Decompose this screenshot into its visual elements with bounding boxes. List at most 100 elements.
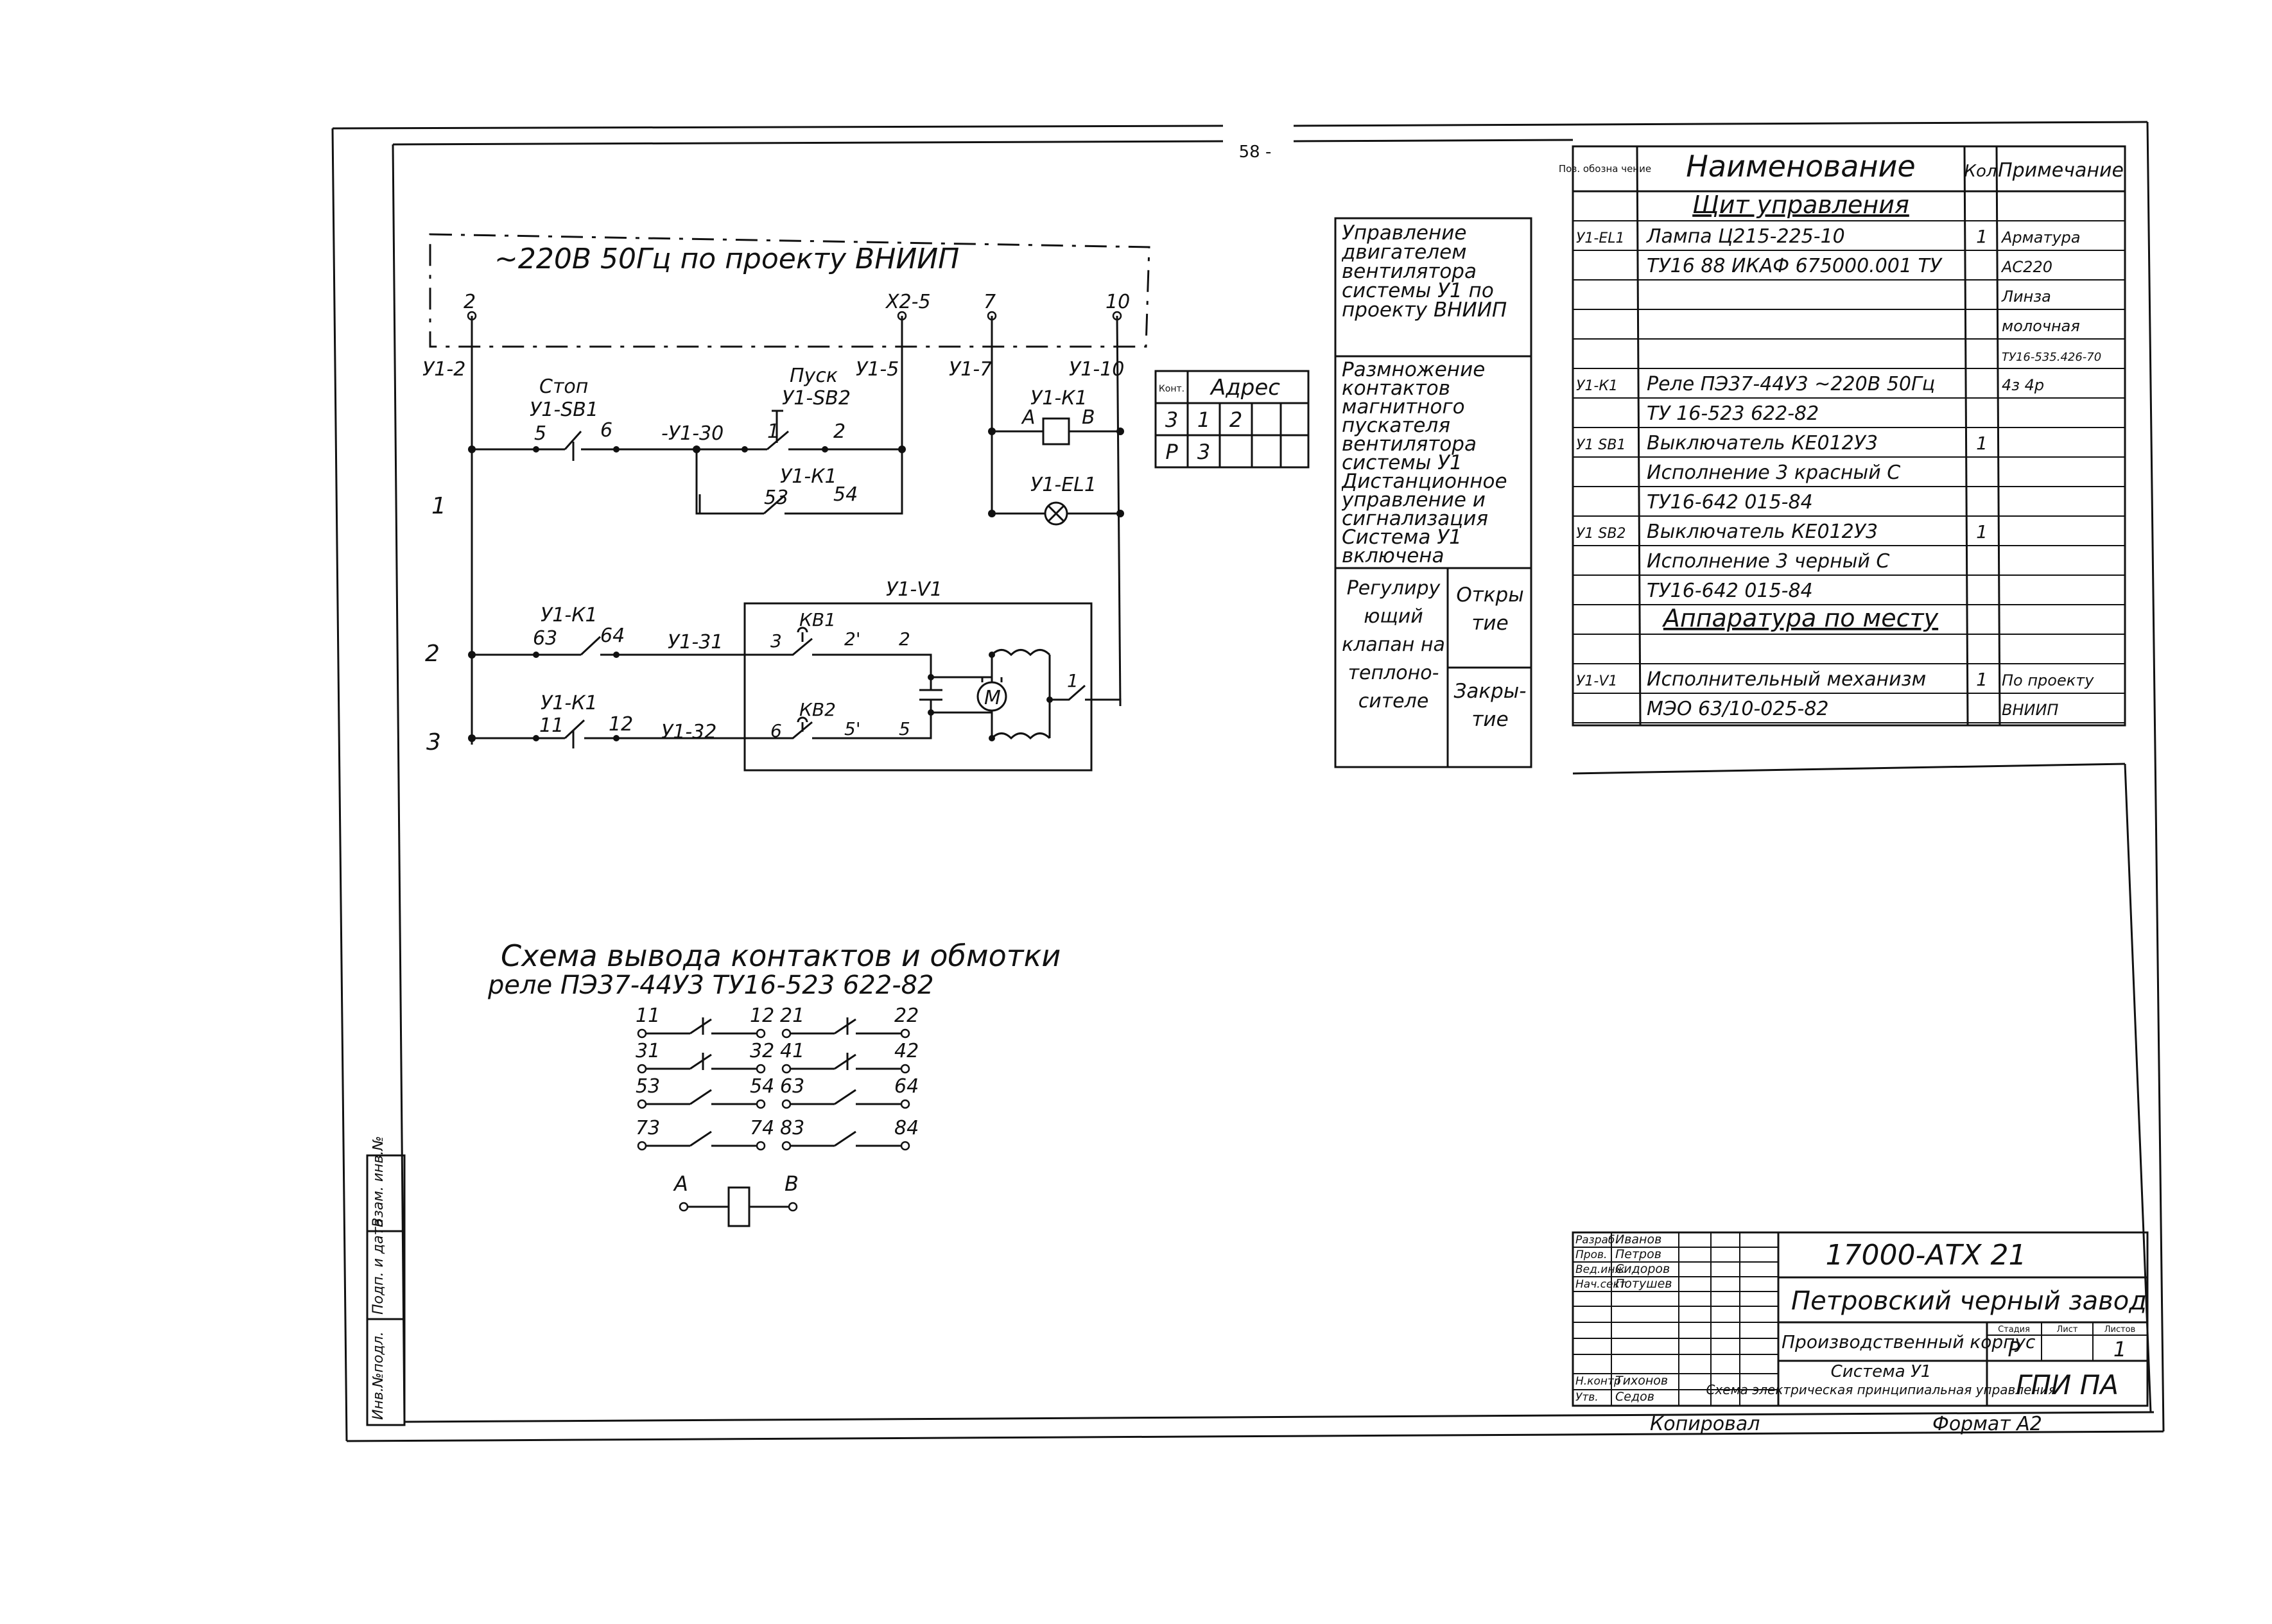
actuator-ref: У1-V1 [886, 578, 942, 601]
spec-header-name: Наименование [1686, 149, 1915, 184]
side-stamp: Инв.№подл. Подп. и дата Взам. инв.№ [366, 1136, 406, 1426]
address-col1: Конт. [1159, 384, 1184, 394]
spec-cell-name: Выключатель КЕ012У3 [1647, 432, 1878, 454]
row2-pin-a: 63 [533, 627, 557, 650]
start-pin-b: 2 [833, 420, 845, 443]
signature-name: Иванов [1615, 1232, 1661, 1247]
contact-terminal [781, 1141, 792, 1151]
function-table: Управление двигателем вентилятора систем… [1334, 217, 1532, 768]
contact-terminal [900, 1028, 910, 1039]
contact-pin-label: 74 [750, 1117, 774, 1139]
sheets-value: 1 [2113, 1337, 2126, 1361]
coil-pin-a: А [673, 1171, 688, 1196]
row2-node: У1-31 [668, 631, 723, 653]
kb1-label: КВ1 [799, 609, 836, 630]
spec-cell-name: ТУ16 88 ИКАФ 675000.001 ТУ [1647, 255, 1943, 277]
node-u1-5: У1-5 [856, 358, 899, 381]
start-pin-a: 1 [767, 420, 779, 443]
hold-pin-a: 53 [764, 487, 788, 509]
row3-pin-a: 11 [539, 714, 564, 737]
row-label-2: 2 [425, 641, 440, 667]
spec-cell-name: Лампа Ц215-225-10 [1646, 225, 1845, 248]
valve-close: Закры-тие [1453, 680, 1527, 731]
kb1-pin-2: 2 [899, 628, 910, 650]
contact-terminal [637, 1099, 647, 1109]
org-name: ГПИ ПА [2016, 1369, 2119, 1401]
start-ref: У1-SB2 [782, 387, 851, 410]
contact-pin-label: 53 [636, 1075, 660, 1098]
spec-cell-note: молочная [2002, 317, 2080, 335]
plant-name: Петровский черный завод [1791, 1286, 2147, 1316]
spec-cell-name: ТУ16-642 015-84 [1647, 491, 1813, 514]
valve-label: Регулирующий клапан на теплоно-сителе [1342, 577, 1445, 713]
address-cell: 1 [1197, 408, 1210, 432]
node-u1-7: У1-7 [949, 358, 992, 381]
contact-pin-label: 73 [636, 1117, 660, 1139]
contact-pin-label: 41 [780, 1040, 804, 1062]
spec-cell-name: Исполнение 3 черный С [1647, 550, 1889, 573]
kb2-pin-5p: 5' [844, 718, 861, 739]
spec-cell-note: ТУ16-535.426-70 [2002, 350, 2101, 364]
address-cell: 3 [1165, 408, 1178, 432]
spec-cell-note: 4з 4р [2002, 376, 2044, 394]
row3-pin-b: 12 [609, 713, 633, 736]
supply-title: ~220В 50Гц по проекту ВНИИП [494, 243, 959, 275]
signature-role: Н.контр [1575, 1375, 1621, 1388]
contact-pin-label: 11 [636, 1005, 660, 1027]
contact-terminal [756, 1099, 766, 1109]
contact-blade [689, 1130, 712, 1147]
address-table: Конт. Адрес 3 1 2 Р 3 [1154, 370, 1310, 469]
spec-cell-qty: 1 [1976, 433, 1988, 454]
sheet-title: Схема электрическая принципиальная управ… [1706, 1382, 2056, 1397]
page-number: 58 - [1239, 143, 1272, 162]
signature-name: Седов [1615, 1390, 1654, 1404]
contact-terminal [756, 1141, 766, 1151]
contact-blade [834, 1053, 856, 1070]
contact-pin-label: 64 [894, 1075, 919, 1098]
hold-ref: У1-К1 [780, 465, 837, 488]
contact-pin-label: 31 [636, 1040, 660, 1062]
actuator-out-pin: 1 [1067, 670, 1079, 691]
node-u1-2: У1-2 [422, 358, 465, 381]
contact-blade [834, 1018, 856, 1035]
spec-cell-pos: У1 SB2 [1576, 526, 1626, 542]
signature-role: Пров. [1575, 1248, 1607, 1261]
stop-title: Стоп [539, 376, 588, 398]
contact-terminal [781, 1099, 792, 1109]
format-label: Формат А2 [1932, 1413, 2042, 1435]
spec-cell-note: ВНИИП [2002, 701, 2058, 719]
spec-cell-name: МЭО 63/10-025-82 [1647, 698, 1829, 720]
building-name: Производственный корпус [1782, 1331, 2036, 1352]
spec-table: Поз. обозна чение Наименование Кол Приме… [1559, 145, 2126, 727]
relay-pin-b: В [1082, 406, 1095, 429]
row3-ref: У1-К1 [541, 692, 598, 714]
kb1-pin-3: 3 [770, 630, 782, 652]
spec-cell-note: АС220 [2000, 258, 2052, 276]
kb2-pin-5: 5 [899, 718, 910, 739]
function-item: Размножение контактов магнитного пускате… [1342, 361, 1507, 566]
side-stamp-label: Подп. и дата [370, 1218, 386, 1315]
contact-terminal [900, 1099, 910, 1109]
spec-cell-name: Выключатель КЕ012У3 [1647, 521, 1878, 543]
contact-pin-label: 84 [894, 1117, 919, 1139]
row2-pin-b: 64 [600, 625, 625, 647]
spec-cell-pos: У1 SB1 [1576, 437, 1626, 453]
signature-name: Сидоров [1615, 1262, 1670, 1276]
terminal-10: 10 [1106, 291, 1130, 313]
row2-ref: У1-К1 [541, 604, 598, 626]
contact-blade [689, 1053, 712, 1070]
doc-code: 17000-АТХ 21 [1826, 1239, 2027, 1272]
spec-header-pos: Поз. обозна чение [1559, 163, 1651, 175]
address-cell: Р [1165, 440, 1178, 464]
signature-name: Потушев [1615, 1277, 1672, 1291]
contact-pin-label: 32 [750, 1040, 774, 1062]
terminal-x2-5: Х2-5 [885, 291, 931, 313]
contact-terminal [756, 1028, 766, 1039]
contact-blade [834, 1130, 856, 1147]
stop-pin-a: 5 [534, 422, 546, 445]
hold-pin-b: 54 [833, 483, 858, 506]
spec-cell-name: Исполнительный механизм [1647, 668, 1926, 691]
coil-pin-b: В [785, 1171, 799, 1196]
sheet-label: Лист [2057, 1325, 2078, 1335]
